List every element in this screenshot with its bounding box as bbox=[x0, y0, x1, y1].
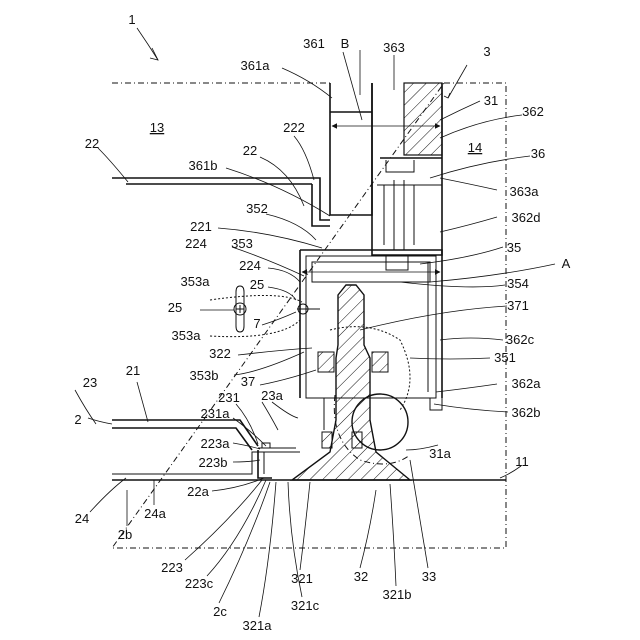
label-36: 36 bbox=[531, 146, 545, 161]
label-361a: 361a bbox=[241, 58, 271, 73]
label-363a: 363a bbox=[510, 184, 540, 199]
label-363: 363 bbox=[383, 40, 405, 55]
label-371: 371 bbox=[507, 298, 529, 313]
label-31a: 31a bbox=[429, 446, 451, 461]
label-24: 24 bbox=[75, 511, 89, 526]
label-23a: 23a bbox=[261, 388, 283, 403]
label-21: 21 bbox=[126, 363, 140, 378]
label-24a: 24a bbox=[144, 506, 166, 521]
label-31: 31 bbox=[484, 93, 498, 108]
label-353: 353 bbox=[231, 236, 253, 251]
label-2b: 2b bbox=[118, 527, 132, 542]
label-354: 354 bbox=[507, 276, 529, 291]
label-2: 2 bbox=[74, 412, 81, 427]
callout-labels: 1 B 3 361 363 361a 31 362 13 22 222 14 3… bbox=[74, 12, 570, 633]
label-223: 223 bbox=[161, 560, 183, 575]
label-321c: 321c bbox=[291, 598, 320, 613]
label-362b: 362b bbox=[512, 405, 541, 420]
label-7: 7 bbox=[253, 316, 260, 331]
label-2c: 2c bbox=[213, 604, 227, 619]
label-22a: 22a bbox=[187, 484, 209, 499]
label-B: B bbox=[341, 36, 350, 51]
label-11: 11 bbox=[515, 454, 529, 469]
label-13: 13 bbox=[150, 120, 164, 135]
plate-22 bbox=[112, 178, 330, 226]
label-231: 231 bbox=[218, 390, 240, 405]
label-25-b: 25 bbox=[168, 300, 182, 315]
label-23: 23 bbox=[83, 375, 97, 390]
label-35: 35 bbox=[507, 240, 521, 255]
label-14: 14 bbox=[468, 140, 482, 155]
label-224-a: 224 bbox=[185, 236, 207, 251]
label-221: 221 bbox=[190, 219, 212, 234]
leader-lines bbox=[75, 28, 555, 617]
label-351: 351 bbox=[494, 350, 516, 365]
label-22-mid: 22 bbox=[243, 143, 257, 158]
label-361: 361 bbox=[303, 36, 325, 51]
label-321b: 321b bbox=[383, 587, 412, 602]
label-362a: 362a bbox=[512, 376, 542, 391]
label-22-top: 22 bbox=[85, 136, 99, 151]
label-224-b: 224 bbox=[239, 258, 261, 273]
label-362: 362 bbox=[522, 104, 544, 119]
label-322: 322 bbox=[209, 346, 231, 361]
label-321a: 321a bbox=[243, 618, 273, 633]
label-32: 32 bbox=[354, 569, 368, 584]
label-A: A bbox=[562, 256, 571, 271]
frame-35 bbox=[300, 250, 442, 430]
label-353a-top: 353a bbox=[181, 274, 211, 289]
label-352: 352 bbox=[246, 201, 268, 216]
label-362c: 362c bbox=[506, 332, 535, 347]
pillar-363 bbox=[372, 83, 442, 255]
label-353a-bot: 353a bbox=[172, 328, 202, 343]
label-fig-number: 1 bbox=[128, 12, 135, 27]
label-321: 321 bbox=[291, 571, 313, 586]
pillar-361 bbox=[330, 83, 372, 215]
label-223a: 223a bbox=[201, 436, 231, 451]
label-362d: 362d bbox=[512, 210, 541, 225]
label-25-a: 25 bbox=[250, 277, 264, 292]
pin-25 bbox=[210, 286, 320, 337]
post-32 bbox=[292, 285, 410, 480]
label-353b: 353b bbox=[190, 368, 219, 383]
label-223b: 223b bbox=[199, 455, 228, 470]
label-361b: 361b bbox=[189, 158, 218, 173]
label-223c: 223c bbox=[185, 576, 214, 591]
label-222: 222 bbox=[283, 120, 305, 135]
label-33: 33 bbox=[422, 569, 436, 584]
label-37: 37 bbox=[241, 374, 255, 389]
label-3: 3 bbox=[483, 44, 490, 59]
label-231a: 231a bbox=[201, 406, 231, 421]
